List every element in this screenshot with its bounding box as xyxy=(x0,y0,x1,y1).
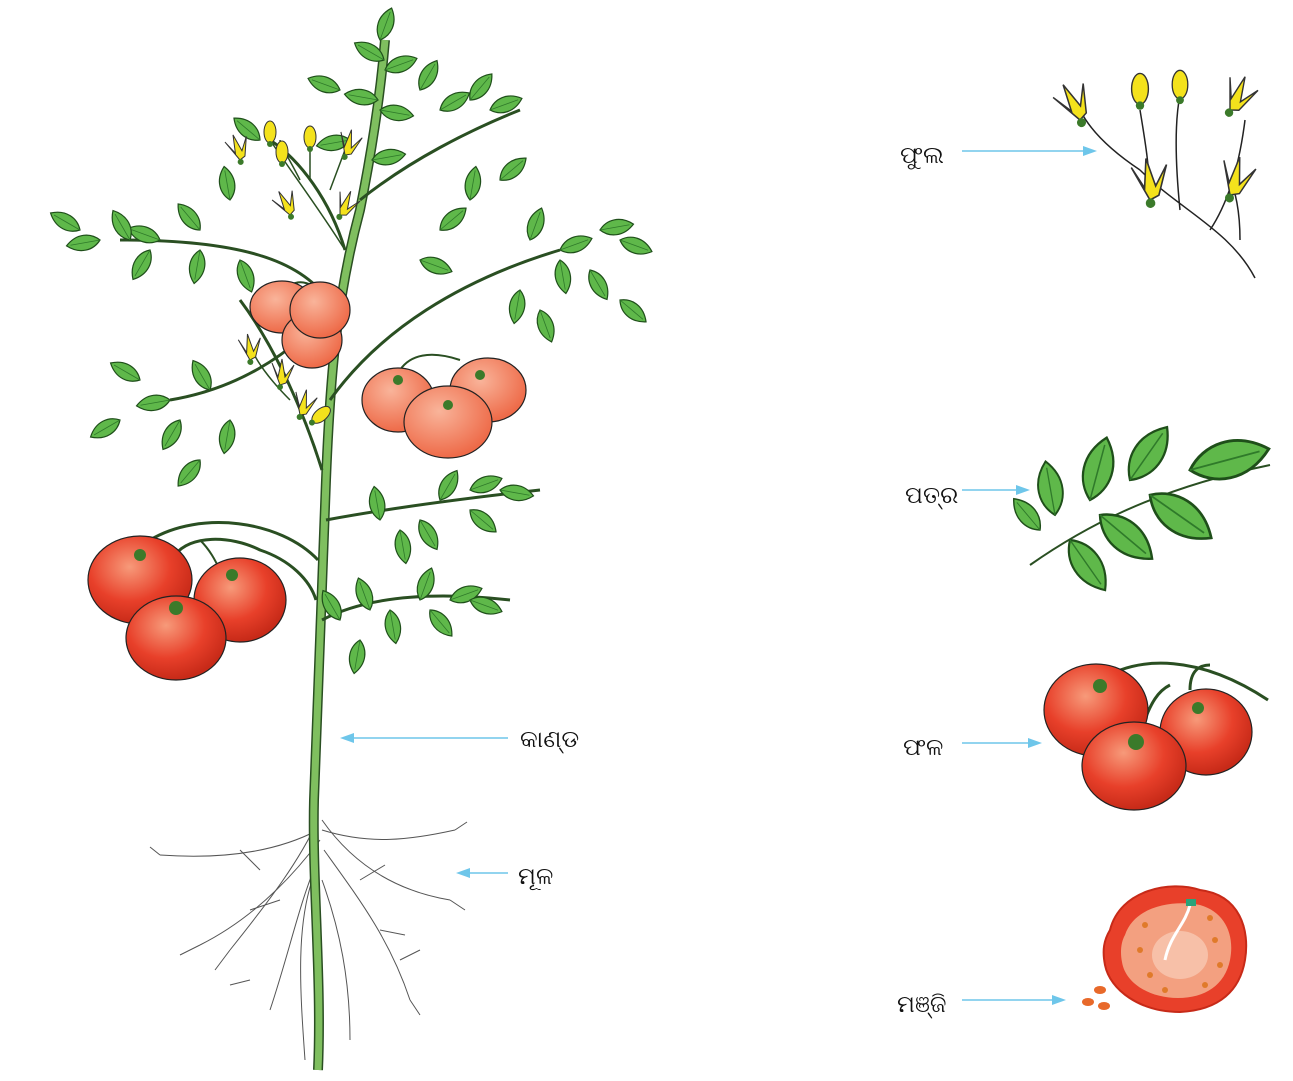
plant-fruits xyxy=(88,281,526,680)
flower-callout: ଫୁଲ xyxy=(900,141,1097,169)
tomato-slice-icon xyxy=(1082,886,1246,1012)
tomato-plant-icon xyxy=(47,5,655,1070)
root-system xyxy=(150,820,467,1060)
root-callout: ମୂଳ xyxy=(456,862,553,891)
fruit-label: ଫଳ xyxy=(903,733,943,761)
fruit-cluster-icon xyxy=(1044,663,1268,810)
stem-label: କାଣ୍ଡ xyxy=(520,725,579,754)
fruit-callout: ଫଳ xyxy=(903,733,1042,761)
flower-label: ଫୁଲ xyxy=(900,141,944,169)
root-label: ମୂଳ xyxy=(518,862,553,891)
leaf-label: ପତ୍ର xyxy=(905,481,958,510)
seed-callout: ମଞ୍ଜି xyxy=(897,990,1066,1019)
flower-cluster-icon xyxy=(1050,70,1261,278)
leaf-callout: ପତ୍ର xyxy=(905,481,1030,510)
leaf-branch-icon xyxy=(1007,419,1274,598)
seed-label: ମଞ୍ଜି xyxy=(897,990,947,1019)
stem-callout: କାଣ୍ଡ xyxy=(340,725,579,754)
